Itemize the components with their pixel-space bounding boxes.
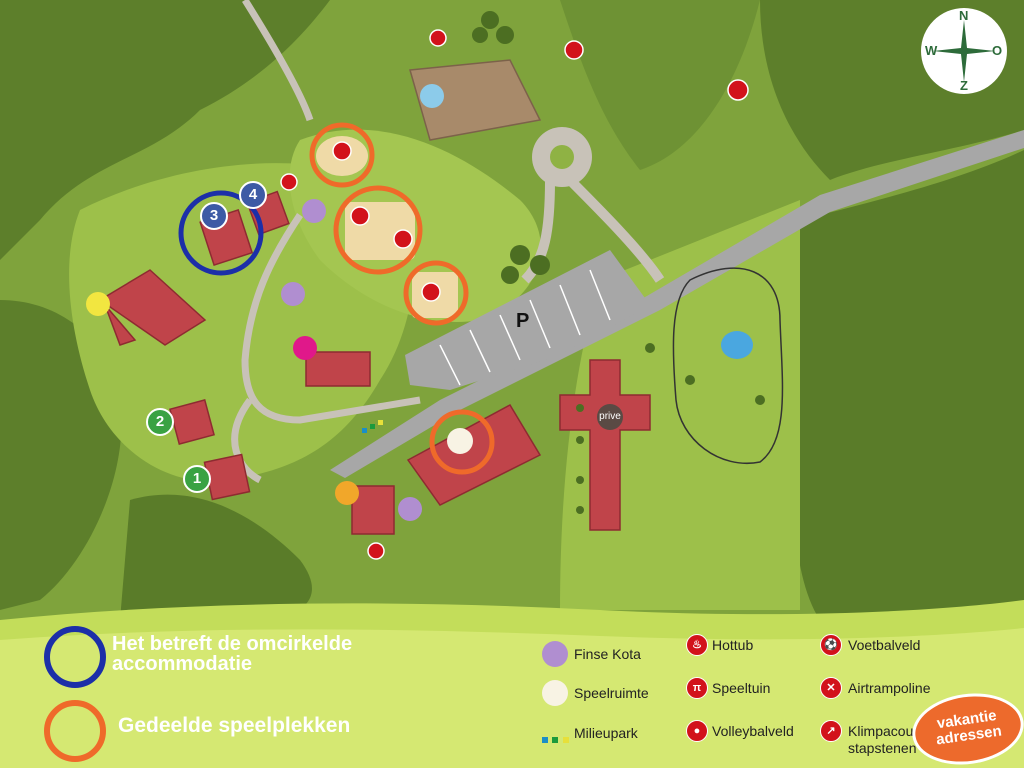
climbing-icon: ↗ [820,720,842,742]
hottub-icon [280,173,298,191]
parking-label: P [516,310,530,332]
compass-north: N [959,8,969,23]
hedges [472,11,765,514]
legend-label-volleybalveld: Volleybalveld [712,723,794,739]
legend-label-hottub: Hottub [712,637,754,653]
legend-label-speeltuin: Speeltuin [712,680,771,696]
volleyball-icon [421,282,441,302]
parking-area [405,250,650,390]
highlighted-accommodation-circle [178,190,264,276]
accommodation-marker-1[interactable]: 1 [183,465,211,493]
marker-orange [335,481,359,505]
farmhouse [409,59,542,141]
compass-east: O [992,43,1003,58]
compass-rose: N O Z W [921,8,1007,94]
legend-shared-title: Gedeelde speelplekken [118,714,351,737]
legend-circled-title: Het betreft de omcirkelde accommodatie [112,633,353,675]
facility-icons [280,29,749,560]
kota-icon [542,641,568,667]
building-center [305,351,371,387]
forest-southwest [120,494,312,620]
football-icon [350,206,370,226]
compass-needle-icon [933,20,995,82]
legend-label-voetbalveld: Voetbalveld [848,637,921,653]
marker-magenta [293,336,317,360]
legend-label-airtrampoline: Airtrampoline [848,680,931,696]
swing-icon [332,141,352,161]
playroom-icon [542,680,568,706]
legend-orange-circle-icon [44,700,106,762]
footpaths [231,0,421,484]
legend-label-kota: Finse Kota [574,646,641,662]
building-south [351,485,395,535]
accommodation-marker-2[interactable]: 2 [146,408,174,436]
hottub-icon [429,29,447,47]
kota-icon [302,199,326,223]
compass-south: Z [960,78,968,93]
pond [721,331,753,359]
shared-play-circles [309,122,495,475]
accommodation-marker-4[interactable]: 4 [239,181,267,209]
accommodation-1 [203,453,251,501]
parking-lines [439,269,611,386]
swing-icon: π [686,677,708,699]
forest-northwest [0,0,330,260]
building-west [98,269,207,346]
main-road [330,130,1024,478]
legend-blue-circle-icon [44,626,106,688]
main-building [406,403,542,506]
recycling-icon [362,420,383,433]
marker-lightblue [420,84,444,108]
buildings [98,190,651,535]
compass-west: W [925,43,938,58]
football-icon: ⚽ [820,634,842,656]
private-marker: prive [597,404,623,430]
swing-icon [564,40,584,60]
playroom-icon [447,428,473,454]
forest-north [560,0,760,170]
animal-enclosure [672,267,784,464]
forest-east [791,150,1024,620]
hottub-icon [367,542,385,560]
hottub-icon: ♨ [686,634,708,656]
legend-label-klimpacour: Klimpacour stapstenen [848,723,919,756]
private-building [559,359,651,531]
legend-label-speelruimte: Speelruimte [574,685,649,701]
trampoline-icon: ✕ [820,677,842,699]
trampoline-icon [393,229,413,249]
recycling-icon [542,730,569,748]
accommodation-2 [169,399,215,445]
kota-icon [398,497,422,521]
marker-yellow [86,292,110,316]
clearing-playground [289,129,541,322]
climbing-icon [727,79,749,101]
legend-label-milieupark: Milieupark [574,725,638,741]
accommodation-marker-3[interactable]: 3 [200,202,228,230]
volleyball-icon: ● [686,720,708,742]
kota-icon [281,282,305,306]
